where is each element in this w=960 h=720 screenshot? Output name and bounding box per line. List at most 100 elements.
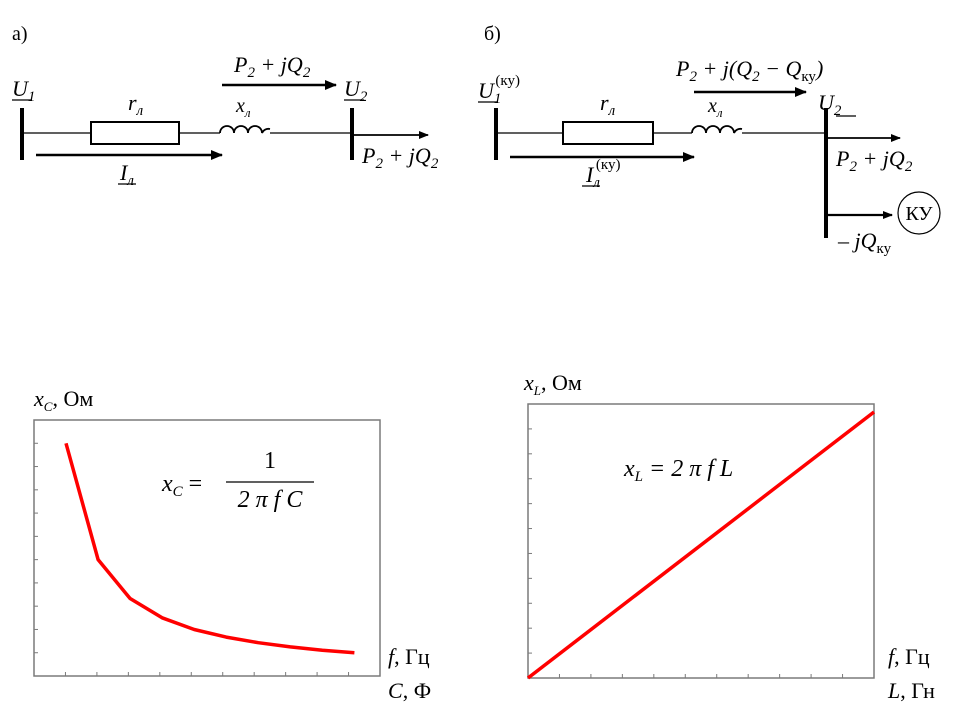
resistor-rl-b <box>562 121 654 145</box>
current-sup: (ку) <box>596 157 621 173</box>
current-var: I <box>119 160 129 185</box>
u1-sup: (ку) <box>495 73 520 89</box>
q-close: ) <box>814 56 823 81</box>
formula-c-den: 2 π f C <box>238 487 304 513</box>
xlabel-unit: , Гц <box>894 644 930 669</box>
q-sub: 2 <box>303 65 311 81</box>
u1-sub: 1 <box>28 89 36 105</box>
flow-top-label-b: P2 + j(Q2 − Qку) <box>675 56 823 85</box>
ylabel-var: x <box>33 386 44 411</box>
u1-var: U <box>12 76 30 101</box>
formula-l: xL = 2 π f L <box>623 456 733 485</box>
inductor-xl <box>219 125 271 134</box>
ylabel-var: x <box>523 370 534 395</box>
series-line-inductive <box>526 410 876 680</box>
formula-rhs: = 2 π f L <box>643 456 733 482</box>
u2-var: U <box>344 76 362 101</box>
ylabel-sub: L <box>533 383 541 398</box>
p-sub: 2 <box>849 159 857 175</box>
inductor-label: xл <box>235 95 251 120</box>
circuit-diagram-b: б) U1(ку) rл xл U2 P2 + j(Q2 − Qку) <box>478 23 941 257</box>
ku-flow-label: – jQку <box>837 228 892 257</box>
u1-var: U <box>478 78 496 103</box>
p-var: P <box>361 143 375 168</box>
xlabel-l-2: L, Гн <box>887 678 935 703</box>
r-var: r <box>128 90 137 115</box>
u1-label: U1 <box>12 76 35 105</box>
p-sub: 2 <box>375 156 383 172</box>
q-var: + jQ <box>857 146 905 171</box>
u2-label-b: U2 <box>818 90 842 119</box>
xlabel-var: f <box>388 644 397 669</box>
diagram-a-label: а) <box>12 23 28 45</box>
ku-device <box>897 191 941 235</box>
ylabel-unit: , Ом <box>52 386 93 411</box>
formula-c-lhs: xC = <box>161 471 202 500</box>
resistor-rl <box>90 121 180 145</box>
p-var: P <box>835 146 849 171</box>
u1-sub: 1 <box>494 91 502 107</box>
flow-out-label: P2 + jQ2 <box>361 143 439 172</box>
x-var: x <box>707 95 717 117</box>
q-var: + jQ <box>255 52 303 77</box>
xlabel-var: C <box>388 678 403 703</box>
plot-frame-c <box>33 419 381 677</box>
flow-out-label-b: P2 + jQ2 <box>835 146 913 175</box>
q-var: + jQ <box>383 143 431 168</box>
r-sub: л <box>608 103 616 119</box>
ticks-c <box>34 442 350 676</box>
current-sub: л <box>592 175 600 191</box>
q-ku-sub: ку <box>801 69 816 85</box>
p-var: P <box>675 56 689 81</box>
xlabel-var: L <box>887 678 900 703</box>
xlabel-l-1: f, Гц <box>888 644 930 669</box>
chart-capacitive: xC, Ом xC = 1 2 π f C f, Гц C, Ф <box>33 386 431 703</box>
flow-top-label: P2 + jQ2 <box>233 52 311 81</box>
current-label-b: Iл(ку) <box>585 157 620 191</box>
current-label: Iл <box>119 160 134 189</box>
circuit-diagram-a: а) U1 rл xл U2 P2 + jQ2 <box>12 23 439 189</box>
formula-sub: L <box>634 469 643 485</box>
r-sub: л <box>136 103 144 119</box>
xlabel-unit: , Ф <box>403 678 431 703</box>
r-var: r <box>600 90 609 115</box>
p-sub: 2 <box>689 69 697 85</box>
u2-label: U2 <box>344 76 368 105</box>
chart-inductive: xL, Ом xL = 2 π f L f, Гц L, Гн <box>523 370 935 703</box>
q-sub: 2 <box>431 156 439 172</box>
p-sub: 2 <box>247 65 255 81</box>
current-sub: л <box>126 173 134 189</box>
ylabel-c: xC, Ом <box>33 386 93 414</box>
xlabel-c-1: f, Гц <box>388 644 430 669</box>
ylabel-sub: C <box>44 399 53 414</box>
u2-sub: 2 <box>360 89 368 105</box>
q-sub: 2 <box>905 159 913 175</box>
ticks-l <box>528 428 844 678</box>
x-sub: л <box>244 105 251 120</box>
xlabel-unit: , Гн <box>900 678 935 703</box>
inductor-label-b: xл <box>707 95 723 120</box>
u2-sub: 2 <box>834 103 842 119</box>
ku-device-label: КУ <box>905 203 933 225</box>
plot-frame-l <box>527 403 875 679</box>
x-sub: л <box>716 105 723 120</box>
xlabel-unit: , Гц <box>394 644 430 669</box>
ylabel-l: xL, Ом <box>523 370 582 398</box>
resistor-label-b: rл <box>600 90 616 119</box>
formula-var: x <box>623 456 635 482</box>
series-line-capacitive <box>64 442 355 655</box>
q-sub: 2 <box>752 69 760 85</box>
formula-c-num: 1 <box>264 448 276 474</box>
x-var: x <box>235 95 245 117</box>
ylabel-unit: , Ом <box>541 370 582 395</box>
diagram-b-label: б) <box>484 23 501 45</box>
inductor-xl-b <box>691 125 743 134</box>
p-var: P <box>233 52 247 77</box>
ku-flow-var: – jQ <box>837 228 877 253</box>
xlabel-var: f <box>888 644 897 669</box>
q-ku-var: − Q <box>760 56 802 81</box>
u1-ku-label: U1 (ку) <box>478 73 520 107</box>
formula-var: x <box>161 471 173 497</box>
ku-flow-sub: ку <box>877 241 892 257</box>
